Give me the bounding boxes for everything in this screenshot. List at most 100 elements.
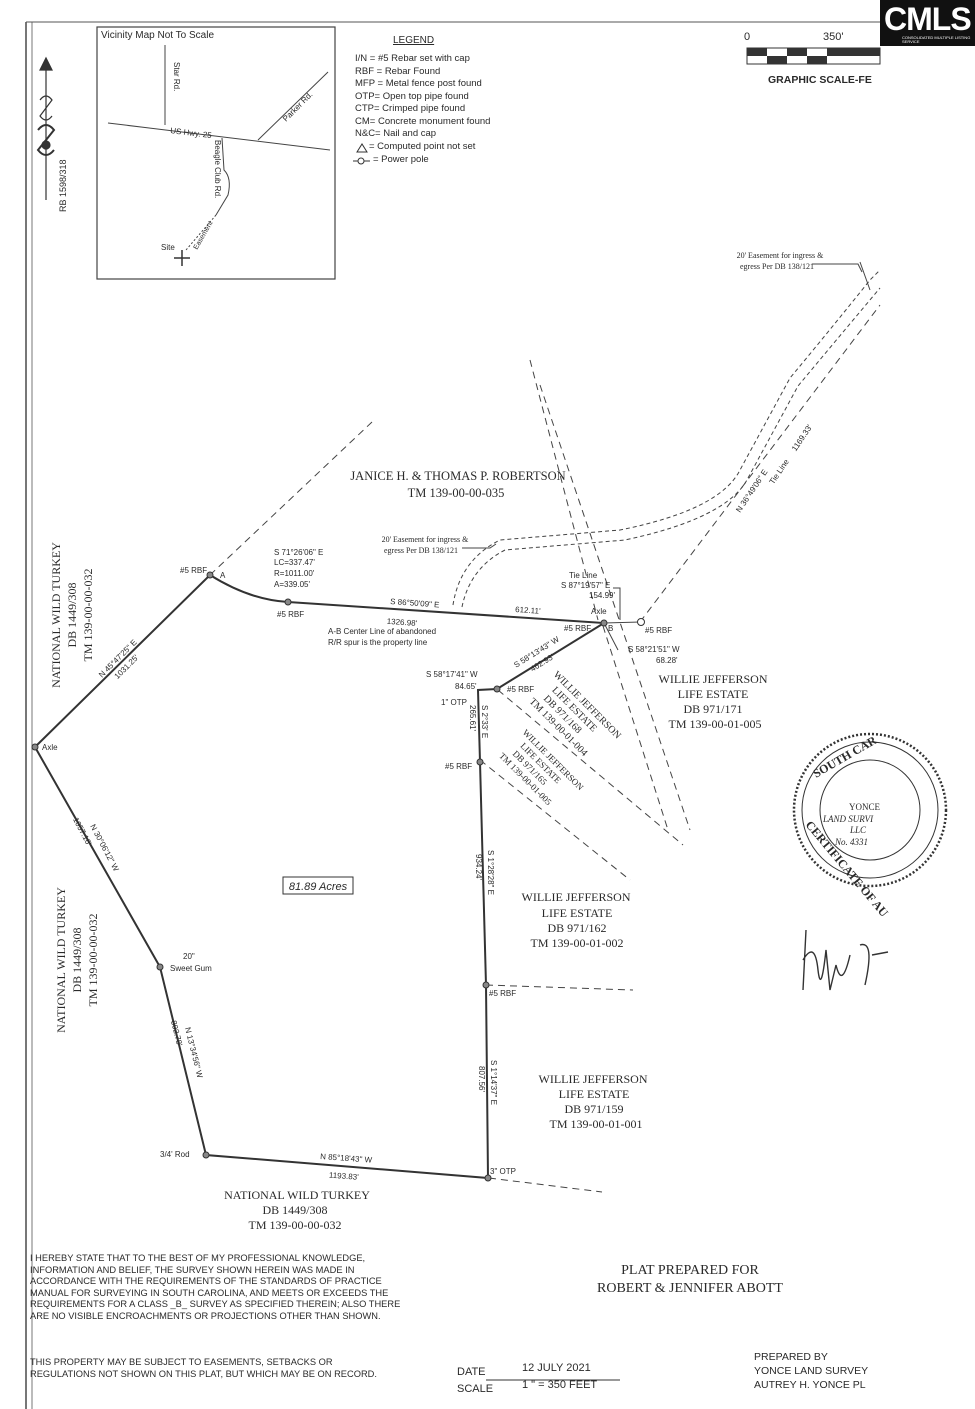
owner-line: WILLIE JEFFERSON xyxy=(659,672,768,686)
cmls-logo-subtext: CONSOLIDATED MULTIPLE LISTING SERVICE xyxy=(902,35,971,44)
owner-line: TM 139-00-00-032 xyxy=(81,569,95,662)
bearing-text: S 58°21'51" W xyxy=(628,645,680,654)
owner-line: WILLIE JEFFERSON xyxy=(522,890,631,904)
monument-labels: #5 RBF A #5 RBF Axle #5 RBF B #5 RBF #5 … xyxy=(42,566,672,1176)
bearing-distance: 68.28' xyxy=(656,656,678,665)
owner-line: TM 139-00-00-035 xyxy=(408,486,505,500)
note-line: 20' Easement for ingress & xyxy=(737,251,825,260)
plat-border xyxy=(25,21,880,1409)
road-parker: Parker Rd. xyxy=(281,90,314,123)
scale-value: 1 " = 350 FEET xyxy=(522,1379,598,1391)
legend: LEGEND I/N = #5 Rebar set with cap RBF =… xyxy=(353,35,490,165)
note-line: S 87°19'57" E xyxy=(561,581,610,590)
bearing-distance: 1193.83' xyxy=(329,1171,360,1182)
seal-ring-top: SOUTH CAR xyxy=(811,733,880,781)
owner-line: TM 139-00-01-002 xyxy=(531,936,624,950)
note-line: egress Per DB 138/121 xyxy=(740,262,814,271)
owner-line: NATIONAL WILD TURKEY xyxy=(49,542,63,688)
seal-line: No. 4331 xyxy=(834,837,868,847)
owner-line: DB 1449/308 xyxy=(65,582,79,647)
owner-wj-171: WILLIE JEFFERSON LIFE ESTATE DB 971/171 … xyxy=(659,672,768,731)
scale-mark: 350' xyxy=(823,31,843,43)
cmls-logo-text: CMLS xyxy=(884,1,972,37)
scale-label: GRAPHIC SCALE-FE xyxy=(768,74,872,86)
site-marker-icon xyxy=(174,250,190,266)
seal-ring-bottom: CERTIFICATE OF AU xyxy=(803,818,892,920)
bearing-distance: 84.65' xyxy=(455,682,477,691)
monument-label: 1" OTP xyxy=(441,698,467,707)
disclaimer-text: THIS PROPERTY MAY BE SUBJECT TO EASEMENT… xyxy=(30,1357,377,1379)
tie-line-note: Tie Line S 87°19'57" E 154.99' xyxy=(561,571,615,600)
bearing-distance: 802.78' xyxy=(169,1020,184,1048)
owner-line: DB 1449/308 xyxy=(70,927,84,992)
owner-line: LIFE ESTATE xyxy=(678,687,749,701)
legend-item: CTP= Crimped pipe found xyxy=(355,103,465,114)
prepared-by-line: AUTREY H. YONCE PL xyxy=(754,1379,866,1391)
owner-line: NATIONAL WILD TURKEY xyxy=(224,1188,370,1202)
legend-item: I/N = #5 Rebar set with cap xyxy=(355,53,470,64)
monument-label: 20" xyxy=(183,952,195,961)
owner-robertson: JANICE H. & THOMAS P. ROBERTSON TM 139-0… xyxy=(350,469,565,500)
note-line: Tie Line xyxy=(569,571,598,580)
bearing-distance: 265.61' xyxy=(468,705,477,731)
curve-line: S 71°26'06" E xyxy=(274,548,323,557)
legend-item: RBF = Rebar Found xyxy=(355,66,440,77)
owner-line: TM 139-00-00-032 xyxy=(249,1218,342,1232)
legend-item: OTP= Open top pipe found xyxy=(355,91,469,102)
plat-title-line: PLAT PREPARED FOR xyxy=(621,1263,759,1278)
surveyor-seal: SOUTH CAR CERTIFICATE OF AU YONCE LAND S… xyxy=(792,732,948,920)
north-ref-text: RB 1598/318 xyxy=(58,159,68,212)
bearing-text: S 1°28'28" E xyxy=(486,850,495,895)
easement-lines xyxy=(452,269,881,608)
monument-label: 3" OTP xyxy=(490,1167,516,1176)
property-boundary xyxy=(33,573,608,1180)
monument-label: #5 RBF xyxy=(277,610,304,619)
monument-label: #5 RBF xyxy=(180,566,207,575)
owner-nwt-mid: NATIONAL WILD TURKEY DB 1449/308 TM 139-… xyxy=(54,887,100,1033)
bearings: N 45°47'25" E 1031.25' S 86°50'09" E 132… xyxy=(71,423,814,1182)
owner-nwt-bottom: NATIONAL WILD TURKEY DB 1449/308 TM 139-… xyxy=(224,1188,370,1232)
road-easement: Easement xyxy=(193,220,215,251)
monument-label: #5 RBF xyxy=(564,624,591,633)
bearing-text: S 2°33' E xyxy=(480,705,489,738)
bearing-distance: 612.11' xyxy=(515,605,541,616)
owner-wj-159: WILLIE JEFFERSON LIFE ESTATE DB 971/159 … xyxy=(539,1072,648,1131)
monument-label: Axle xyxy=(42,743,58,752)
owner-line: DB 1449/308 xyxy=(262,1203,327,1217)
seal-line: YONCE xyxy=(849,802,881,812)
seal-line: LLC xyxy=(849,825,867,835)
triangle-icon xyxy=(356,143,368,153)
owner-line: TM 139-00-01-005 xyxy=(669,717,762,731)
power-pole-icon xyxy=(353,157,370,165)
bearing-distance: 934.24' xyxy=(474,854,483,880)
curve-line: A=339.05' xyxy=(274,580,310,589)
note-line: 154.99' xyxy=(589,591,615,600)
legend-item: MFP = Metal fence post found xyxy=(355,78,482,89)
owner-line: DB 971/159 xyxy=(564,1102,623,1116)
owner-nwt-top: NATIONAL WILD TURKEY DB 1449/308 TM 139-… xyxy=(49,542,95,688)
owner-line: JANICE H. & THOMAS P. ROBERTSON xyxy=(350,469,565,483)
owner-line: DB 971/171 xyxy=(683,702,742,716)
owner-line: LIFE ESTATE xyxy=(542,906,613,920)
monument-label: #5 RBF xyxy=(645,626,672,635)
scale-label-text: SCALE xyxy=(457,1383,494,1395)
monument-label: Axle xyxy=(591,607,607,616)
monument-label: B xyxy=(608,624,613,633)
bearing-text: S 1°14'37" E xyxy=(489,1060,498,1105)
bearing-text: N 85°18'43" W xyxy=(320,1152,373,1165)
acreage-box xyxy=(282,876,354,895)
acreage-label: 81.89 Acres xyxy=(289,881,348,893)
owner-wj-162: WILLIE JEFFERSON LIFE ESTATE DB 971/162 … xyxy=(522,890,631,950)
easement-note-upper: 20' Easement for ingress & egress Per DB… xyxy=(737,251,825,271)
adjoiner-lines xyxy=(209,304,881,1193)
abandoned-note: A-B Center Line of abandoned R/R spur is… xyxy=(328,627,436,647)
legend-item: = Power pole xyxy=(373,154,429,165)
monument-label: Sweet Gum xyxy=(170,964,212,973)
curve-data: S 71°26'06" E LC=337.47' R=1011.00' A=33… xyxy=(274,548,323,589)
monument-label: #5 RBF xyxy=(507,685,534,694)
monument-markers xyxy=(31,571,645,1182)
note-line: R/R spur is the property line xyxy=(328,638,428,647)
prepared-by-line: YONCE LAND SURVEY xyxy=(754,1365,869,1377)
bearing-distance: 1057.16' xyxy=(71,816,93,848)
date-value: 12 JULY 2021 xyxy=(522,1362,591,1374)
